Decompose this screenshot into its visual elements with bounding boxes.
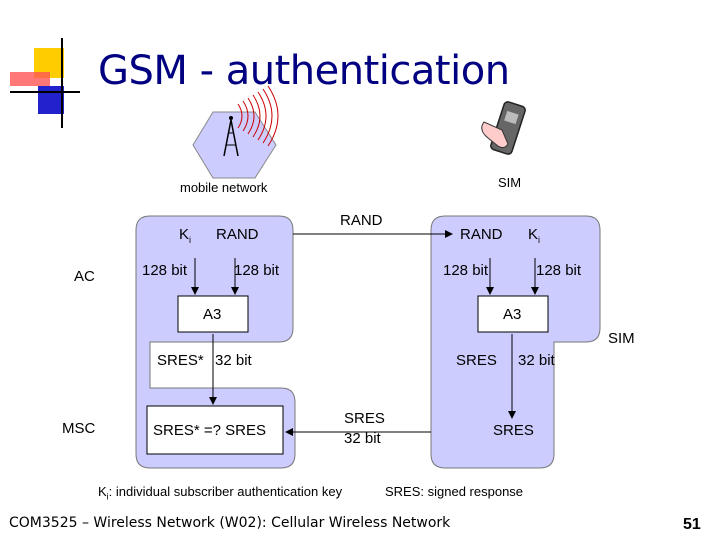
msc-label: MSC (62, 420, 96, 437)
sim-sres-bits: 32 bit (518, 352, 555, 369)
sim-ki-bits: 128 bit (536, 262, 582, 279)
network-ki-bits: 128 bit (142, 262, 188, 279)
a3-network-block (177, 295, 249, 333)
a3-sim-block (477, 295, 549, 333)
network-ki-label: Ki (179, 226, 192, 245)
antenna-tower-icon (223, 116, 239, 157)
arrows (191, 230, 539, 436)
transfer-sres-bits: 32 bit (344, 430, 381, 447)
mobile-phone-icon (481, 101, 526, 155)
sres-legend: SRES: signed response (385, 484, 524, 499)
corner-decoration (10, 38, 80, 128)
sim-ki-label: Ki (528, 226, 541, 245)
compare-block (146, 405, 284, 455)
ac-label: AC (74, 268, 95, 285)
transfer-sres-label: SRES (344, 410, 385, 427)
network-box (135, 215, 296, 469)
transfer-rand-label: RAND (340, 212, 383, 229)
sim-a3-label: A3 (503, 306, 522, 323)
sim-box (430, 215, 601, 469)
sim-rand-bits: 128 bit (443, 262, 489, 279)
network-rand-label: RAND (216, 226, 259, 243)
network-rand-bits: 128 bit (234, 262, 280, 279)
page-title: GSM - authentication (98, 48, 510, 94)
sres-star-label: SRES* (157, 352, 204, 369)
sres-star-bits: 32 bit (215, 352, 252, 369)
ki-legend: Ki: individual subscriber authentication… (98, 484, 343, 502)
course-footer: COM3525 – Wireless Network (W02): Cellul… (9, 515, 451, 531)
page-number: 51 (683, 516, 701, 533)
sim-rand-label: RAND (460, 226, 503, 243)
radio-waves-icon (237, 85, 279, 147)
sim-sres-label: SRES (456, 352, 497, 369)
compare-label: SRES* =? SRES (153, 422, 266, 439)
network-a3-label: A3 (203, 306, 222, 323)
sim-side-label: SIM (608, 330, 635, 347)
sim-sres-output: SRES (493, 422, 534, 439)
mobile-network-label: mobile network (180, 180, 268, 195)
sim-top-label: SIM (498, 175, 522, 190)
